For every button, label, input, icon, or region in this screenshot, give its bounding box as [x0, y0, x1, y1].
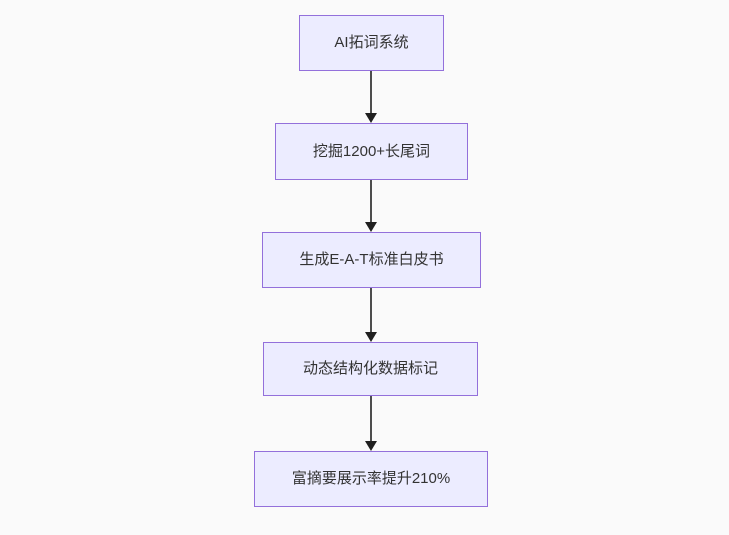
flowchart-node-eat-whitepaper: 生成E-A-T标准白皮书 [262, 232, 481, 288]
arrow-line [370, 288, 372, 334]
flow-edge-3 [364, 288, 378, 342]
arrow-down-icon [365, 332, 377, 342]
arrow-line [370, 396, 372, 443]
node-label: 富摘要展示率提升210% [291, 470, 451, 487]
node-label: 动态结构化数据标记 [302, 360, 438, 377]
flow-edge-4 [364, 396, 378, 451]
arrow-line [370, 180, 372, 224]
flow-edge-2 [364, 180, 378, 232]
flowchart-node-longtail-mining: 挖掘1200+长尾词 [275, 123, 468, 180]
node-label: AI拓词系统 [334, 34, 409, 51]
arrow-line [370, 71, 372, 115]
arrow-down-icon [365, 113, 377, 123]
flowchart-node-structured-data: 动态结构化数据标记 [263, 342, 478, 396]
arrow-down-icon [365, 441, 377, 451]
flowchart-node-rich-snippet-result: 富摘要展示率提升210% [254, 451, 488, 507]
node-label: 挖掘1200+长尾词 [312, 142, 431, 160]
flowchart-node-ai-word-system: AI拓词系统 [299, 15, 444, 71]
arrow-down-icon [365, 222, 377, 232]
node-label: 生成E-A-T标准白皮书 [299, 251, 444, 268]
flow-edge-1 [364, 71, 378, 123]
